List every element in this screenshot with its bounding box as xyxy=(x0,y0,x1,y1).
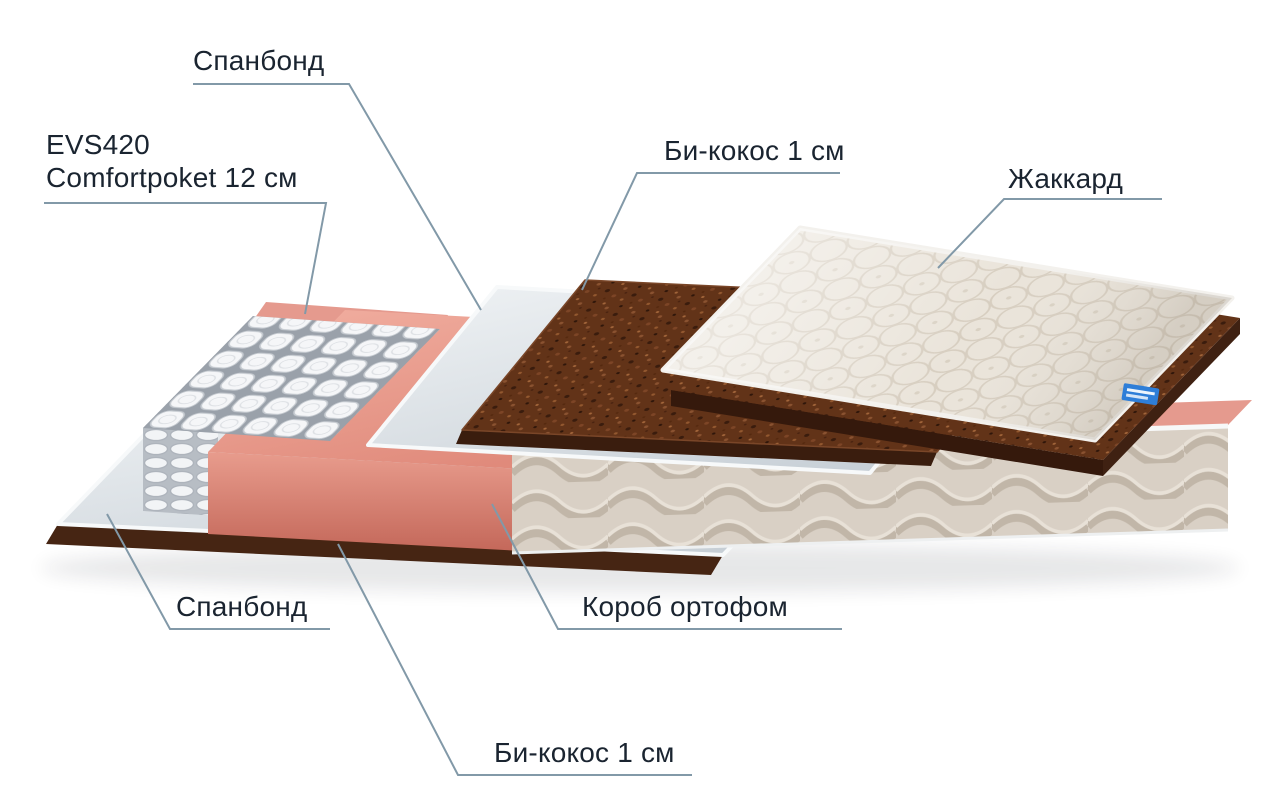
leader-spanbond-top xyxy=(193,83,482,311)
coconut-strip-bottom xyxy=(46,524,723,575)
label-bi-kokos-top: Би-кокос 1 см xyxy=(664,135,845,166)
label-evs420-line2: Comfortpoket 12 см xyxy=(46,162,298,193)
label-evs420-line1: EVS420 xyxy=(46,129,150,160)
jacquard-assembly xyxy=(660,225,1240,476)
leader-bi-kokos-bottom xyxy=(337,543,692,776)
leader-spanbond-bottom xyxy=(106,513,330,630)
label-zhakkard: Жаккард xyxy=(1008,163,1124,194)
leader-zhakkard xyxy=(937,198,1162,269)
jacquard-shading xyxy=(663,228,1232,440)
leader-evs420 xyxy=(44,202,328,315)
label-bi-kokos-bottom: Би-кокос 1 см xyxy=(494,737,675,768)
brand-tag xyxy=(1121,383,1160,406)
pocket-springs-top xyxy=(143,316,440,441)
leader-bi-kokos-top xyxy=(581,172,840,291)
coconut-base-right xyxy=(1103,318,1240,476)
piping-bottom xyxy=(511,528,1229,555)
coconut-layer-middle-edge xyxy=(456,430,937,466)
foam-box-front xyxy=(208,452,523,551)
label-spanbond-bottom: Спанбонд xyxy=(176,591,308,622)
coconut-base-front xyxy=(671,390,1103,476)
leader-lines xyxy=(44,83,1162,776)
label-korob-ortofom: Короб ортофом xyxy=(582,591,788,622)
leader-korob-ortofom xyxy=(491,503,842,630)
label-spanbond-top: Спанбонд xyxy=(193,45,325,76)
